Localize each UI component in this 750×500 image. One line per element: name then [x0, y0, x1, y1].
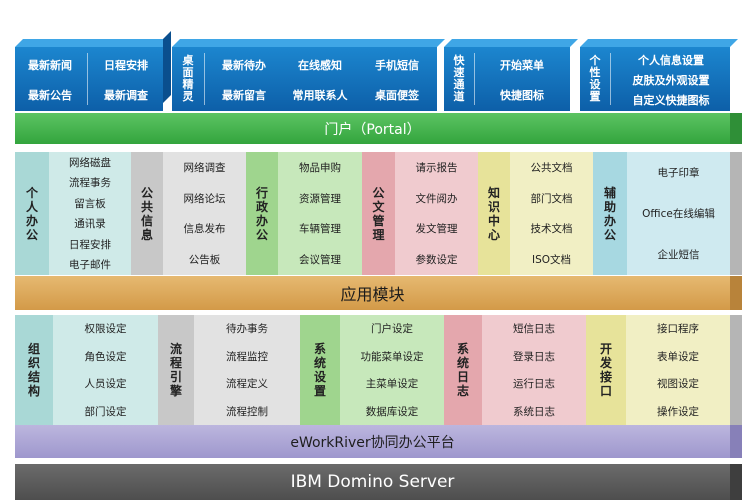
list-item[interactable]: 待办事务 — [226, 323, 268, 336]
list-item[interactable]: 公告板 — [188, 254, 221, 267]
module-auxiliary-office: 辅助办公 — [593, 152, 627, 275]
module-public-info-items: 网络调查 网络论坛 信息发布 公告板 — [163, 152, 246, 275]
module-dev-interface: 开发接口 — [586, 315, 626, 425]
app-module-band-label: 应用模块 — [340, 285, 405, 304]
module-workflow-engine: 流程引擎 — [158, 315, 194, 425]
portal-item-desktop-notes[interactable]: 桌面便签 — [375, 89, 419, 102]
list-item[interactable]: 公共文档 — [530, 161, 573, 174]
list-item[interactable]: 文件阅办 — [415, 192, 458, 205]
module-knowledge-center-items: 公共文档 部门文档 技术文档 ISO文档 — [510, 152, 593, 275]
portal-item-latest-message[interactable]: 最新留言 — [222, 89, 266, 102]
portal-item-online-presence[interactable]: 在线感知 — [298, 59, 342, 72]
portal-item-latest-news[interactable]: 最新新闻 — [28, 59, 72, 72]
module-document-management: 公文管理 — [362, 152, 395, 275]
list-item[interactable]: 短信日志 — [513, 323, 555, 336]
portal-item-latest-todo[interactable]: 最新待办 — [222, 59, 266, 72]
list-item[interactable]: 数据库设定 — [365, 405, 419, 418]
portal-item-latest-notice[interactable]: 最新公告 — [28, 89, 72, 102]
module-admin-office: 行政办公 — [246, 152, 278, 275]
list-item[interactable]: 参数设定 — [415, 254, 458, 267]
list-item[interactable]: 流程监控 — [226, 350, 268, 363]
module-personal-office-items: 网络磁盘 流程事务 留言板 通讯录 日程安排 电子邮件 — [49, 152, 131, 275]
list-item[interactable]: 通讯录 — [74, 218, 106, 231]
portal-item-sms[interactable]: 手机短信 — [375, 59, 419, 72]
list-item[interactable]: 流程控制 — [226, 405, 268, 418]
portal-item-start-menu[interactable]: 开始菜单 — [500, 59, 544, 72]
list-item[interactable]: 资源管理 — [299, 192, 341, 205]
list-item[interactable]: 功能菜单设定 — [360, 350, 424, 363]
list-item[interactable]: 网络论坛 — [183, 192, 226, 205]
list-item[interactable]: 车辆管理 — [299, 223, 341, 236]
list-item[interactable]: 企业短信 — [657, 249, 700, 261]
list-item[interactable]: 表单设定 — [657, 350, 699, 363]
portal-block-news: 最新新闻 日程安排 最新公告 最新调查 — [15, 47, 163, 111]
list-item[interactable]: 部门设定 — [84, 405, 127, 418]
personalization-label: 个性设置 — [589, 54, 601, 103]
portal-item-shortcut-icons[interactable]: 快捷图标 — [500, 89, 544, 102]
list-item[interactable]: 视图设定 — [657, 378, 699, 391]
module-auxiliary-office-items: 电子印章 Office在线编辑 企业短信 — [627, 152, 730, 275]
list-item[interactable]: ISO文档 — [531, 254, 572, 267]
list-item[interactable]: 流程定义 — [226, 378, 268, 391]
server-band: IBM Domino Server — [15, 464, 730, 500]
list-item[interactable]: 主菜单设定 — [365, 378, 419, 391]
list-item[interactable]: 门户设定 — [371, 323, 413, 336]
list-item[interactable]: 留言板 — [74, 197, 106, 210]
portal-item-contacts[interactable]: 常用联系人 — [292, 89, 348, 102]
platform-band: eWorkRiver协同办公平台 — [15, 425, 730, 458]
list-item[interactable]: 角色设定 — [84, 350, 127, 363]
portal-item-schedule[interactable]: 日程安排 — [104, 59, 148, 72]
list-item[interactable]: 接口程序 — [657, 323, 699, 336]
portal-band: 门户（Portal） — [15, 113, 730, 144]
list-item[interactable]: 人员设定 — [84, 378, 127, 391]
list-item[interactable]: 日程安排 — [69, 238, 111, 251]
module-system-logs-items: 短信日志 登录日志 运行日志 系统日志 — [482, 315, 586, 425]
quick-access-label: 快速通道 — [453, 54, 465, 103]
list-item[interactable]: 发文管理 — [415, 223, 458, 236]
module-org-structure-items: 权限设定 角色设定 人员设定 部门设定 — [53, 315, 158, 425]
module-org-structure: 组织结构 — [15, 315, 53, 425]
list-item[interactable]: Office在线编辑 — [642, 208, 715, 220]
list-item[interactable]: 登录日志 — [513, 350, 555, 363]
platform-band-label: eWorkRiver协同办公平台 — [290, 434, 455, 451]
portal-block-personalization: 个性设置 个人信息设置 皮肤及外观设置 自定义快捷图标 — [580, 47, 730, 111]
list-item[interactable]: 权限设定 — [84, 323, 127, 336]
module-personal-office: 个人办公 — [15, 152, 49, 275]
module-dev-interface-items: 接口程序 表单设定 视图设定 操作设定 — [626, 315, 730, 425]
module-public-info: 公共信息 — [131, 152, 163, 275]
list-item[interactable]: 运行日志 — [513, 378, 555, 391]
list-item[interactable]: 电子邮件 — [69, 259, 111, 272]
list-item[interactable]: 网络磁盘 — [69, 156, 111, 169]
portal-block-quick-access: 快速通道 开始菜单 快捷图标 — [444, 47, 570, 111]
list-item[interactable]: 会议管理 — [299, 254, 341, 267]
module-admin-office-items: 物品申购 资源管理 车辆管理 会议管理 — [278, 152, 362, 275]
module-system-settings: 系统设置 — [300, 315, 340, 425]
server-band-label: IBM Domino Server — [290, 472, 455, 492]
desktop-genie-label: 桌面精灵 — [182, 54, 194, 103]
module-workflow-engine-items: 待办事务 流程监控 流程定义 流程控制 — [194, 315, 300, 425]
list-item[interactable]: 操作设定 — [657, 405, 699, 418]
portal-band-label: 门户（Portal） — [324, 121, 421, 138]
list-item[interactable]: 物品申购 — [299, 161, 341, 174]
portal-item-profile-settings[interactable]: 个人信息设置 — [638, 53, 704, 67]
portal-item-custom-shortcuts[interactable]: 自定义快捷图标 — [632, 93, 710, 107]
list-item[interactable]: 网络调查 — [183, 161, 226, 174]
list-item[interactable]: 请示报告 — [415, 161, 458, 174]
portal-block-desktop: 桌面精灵 最新待办 在线感知 手机短信 最新留言 常用联系人 桌面便签 — [172, 47, 437, 111]
module-document-management-items: 请示报告 文件阅办 发文管理 参数设定 — [395, 152, 478, 275]
portal-item-latest-survey[interactable]: 最新调查 — [104, 89, 148, 102]
list-item[interactable]: 部门文档 — [530, 192, 573, 205]
list-item[interactable]: 技术文档 — [530, 223, 573, 236]
list-item[interactable]: 流程事务 — [69, 177, 111, 190]
list-item[interactable]: 信息发布 — [183, 223, 226, 236]
list-item[interactable]: 系统日志 — [513, 405, 555, 418]
app-module-band: 应用模块 — [15, 276, 730, 310]
portal-item-skin-settings[interactable]: 皮肤及外观设置 — [632, 73, 710, 87]
module-system-settings-items: 门户设定 功能菜单设定 主菜单设定 数据库设定 — [340, 315, 444, 425]
module-knowledge-center: 知识中心 — [478, 152, 510, 275]
module-system-logs: 系统日志 — [444, 315, 482, 425]
list-item[interactable]: 电子印章 — [657, 167, 700, 179]
